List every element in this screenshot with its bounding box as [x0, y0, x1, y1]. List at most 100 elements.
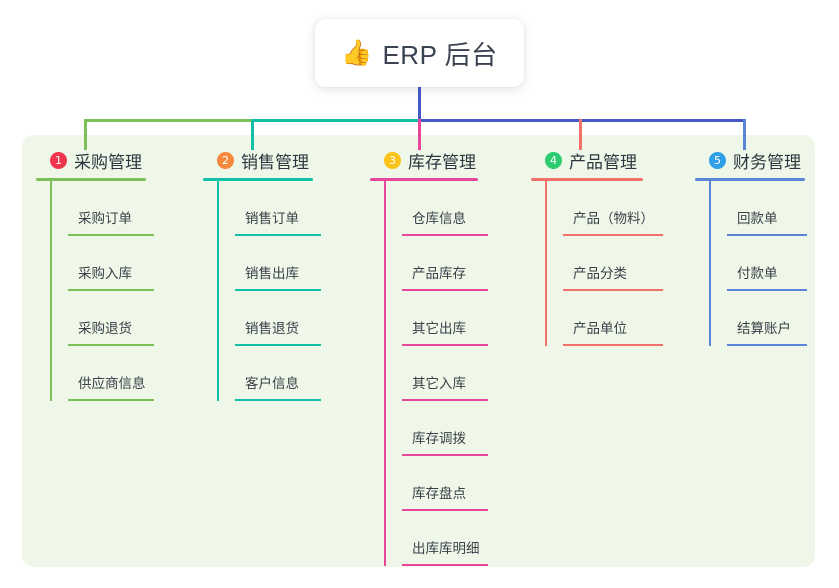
leaf-underline: [727, 344, 807, 346]
leaf-item[interactable]: 仓库信息: [402, 181, 488, 236]
branch-spine-5: [709, 181, 711, 346]
branch-header-2[interactable]: 2 销售管理: [203, 148, 313, 172]
leaf-underline: [727, 289, 807, 291]
branch-2: 2 销售管理销售订单销售出库销售退货客户信息: [203, 148, 321, 401]
leaf-item[interactable]: 产品（物料）: [563, 181, 663, 236]
leaf-label: 产品单位: [573, 321, 627, 336]
leaf-underline: [563, 289, 663, 291]
branch-badge-1: 1: [50, 151, 67, 169]
branch-underline-4: [531, 178, 643, 181]
leaf-item[interactable]: 结算账户: [727, 291, 807, 346]
leaf-item[interactable]: 回款单: [727, 181, 807, 236]
branch-badge-3: 3: [384, 151, 401, 169]
thumbs-up-icon: 👍: [341, 38, 373, 67]
leaf-label: 采购入库: [78, 266, 132, 281]
branch-badge-4: 4: [545, 151, 562, 169]
leaf-underline: [727, 234, 807, 236]
leaf-item[interactable]: 客户信息: [235, 346, 321, 401]
leaf-underline: [68, 344, 154, 346]
diagram-panel: [22, 135, 815, 567]
branch-leaf-list-5: 回款单付款单结算账户: [709, 181, 807, 346]
branch-4: 4 产品管理产品（物料） 产品分类产品单位: [531, 148, 663, 346]
branch-5: 5 财务管理回款单付款单结算账户: [695, 148, 807, 346]
branch-label-5: 财务管理: [733, 152, 801, 172]
leaf-label: 客户信息: [245, 376, 299, 391]
leaf-item[interactable]: 出库库明细: [402, 511, 488, 566]
branch-3: 3 库存管理仓库信息产品库存其它出库其它入库库存调拨库存盘点出库库明细: [370, 148, 488, 566]
branch-underline-2: [203, 178, 313, 181]
branch-header-3[interactable]: 3 库存管理: [370, 148, 478, 172]
branch-header-4[interactable]: 4 产品管理: [531, 148, 643, 172]
leaf-label: 其它入库: [412, 376, 466, 391]
leaf-item[interactable]: 供应商信息: [68, 346, 154, 401]
leaf-underline: [235, 399, 321, 401]
leaf-underline: [68, 234, 154, 236]
leaf-underline: [402, 234, 488, 236]
branch-header-1[interactable]: 1 采购管理: [36, 148, 146, 172]
leaf-label: 供应商信息: [78, 376, 146, 391]
leaf-underline: [402, 564, 488, 566]
leaf-underline: [235, 344, 321, 346]
leaf-label: 付款单: [737, 266, 778, 281]
leaf-underline: [402, 454, 488, 456]
branch-badge-5: 5: [709, 151, 726, 169]
leaf-underline: [402, 289, 488, 291]
leaf-item[interactable]: 库存调拨: [402, 401, 488, 456]
branch-label-1: 采购管理: [74, 152, 142, 172]
leaf-label: 采购订单: [78, 211, 132, 226]
branch-label-4: 产品管理: [569, 152, 637, 172]
branch-header-5[interactable]: 5 财务管理: [695, 148, 805, 172]
leaf-label: 结算账户: [737, 321, 791, 336]
leaf-label: 库存盘点: [412, 486, 466, 501]
leaf-item[interactable]: 其它出库: [402, 291, 488, 346]
leaf-label: 销售出库: [245, 266, 299, 281]
branch-leaf-list-1: 采购订单采购入库采购退货供应商信息: [50, 181, 154, 401]
leaf-label: 库存调拨: [412, 431, 466, 446]
branch-spine-4: [545, 181, 547, 346]
leaf-label: 仓库信息: [412, 211, 466, 226]
branch-leaf-list-4: 产品（物料） 产品分类产品单位: [545, 181, 663, 346]
leaf-item[interactable]: 销售出库: [235, 236, 321, 291]
root-node-card[interactable]: 👍 ERP 后台: [315, 19, 524, 87]
leaf-label: 采购退货: [78, 321, 132, 336]
leaf-label: 销售订单: [245, 211, 299, 226]
leaf-item[interactable]: 销售订单: [235, 181, 321, 236]
branch-1: 1 采购管理采购订单采购入库采购退货供应商信息: [36, 148, 154, 401]
leaf-underline: [68, 289, 154, 291]
branch-leaf-list-3: 仓库信息产品库存其它出库其它入库库存调拨库存盘点出库库明细: [384, 181, 488, 566]
leaf-label: 产品库存: [412, 266, 466, 281]
leaf-item[interactable]: 付款单: [727, 236, 807, 291]
leaf-item[interactable]: 产品库存: [402, 236, 488, 291]
leaf-label: 销售退货: [245, 321, 299, 336]
leaf-underline: [68, 399, 154, 401]
leaf-item[interactable]: 其它入库: [402, 346, 488, 401]
branch-spine-1: [50, 181, 52, 401]
leaf-underline: [563, 344, 663, 346]
leaf-item[interactable]: 采购订单: [68, 181, 154, 236]
branch-label-3: 库存管理: [408, 152, 476, 172]
branch-spine-3: [384, 181, 386, 566]
leaf-underline: [563, 234, 663, 236]
root-title: ERP 后台: [382, 39, 498, 70]
leaf-label: 其它出库: [412, 321, 466, 336]
leaf-item[interactable]: 采购入库: [68, 236, 154, 291]
leaf-label: 产品分类: [573, 266, 627, 281]
leaf-item[interactable]: 库存盘点: [402, 456, 488, 511]
branch-badge-2: 2: [217, 151, 234, 169]
branch-underline-1: [36, 178, 146, 181]
branch-label-2: 销售管理: [241, 152, 309, 172]
leaf-label: 出库库明细: [412, 541, 480, 556]
leaf-underline: [402, 509, 488, 511]
leaf-label: 回款单: [737, 211, 778, 226]
branch-underline-5: [695, 178, 805, 181]
branch-spine-2: [217, 181, 219, 401]
leaf-item[interactable]: 销售退货: [235, 291, 321, 346]
leaf-underline: [402, 344, 488, 346]
leaf-label: 产品（物料）: [573, 211, 654, 226]
leaf-item[interactable]: 产品分类: [563, 236, 663, 291]
leaf-item[interactable]: 产品单位: [563, 291, 663, 346]
leaf-underline: [235, 289, 321, 291]
leaf-underline: [235, 234, 321, 236]
leaf-item[interactable]: 采购退货: [68, 291, 154, 346]
